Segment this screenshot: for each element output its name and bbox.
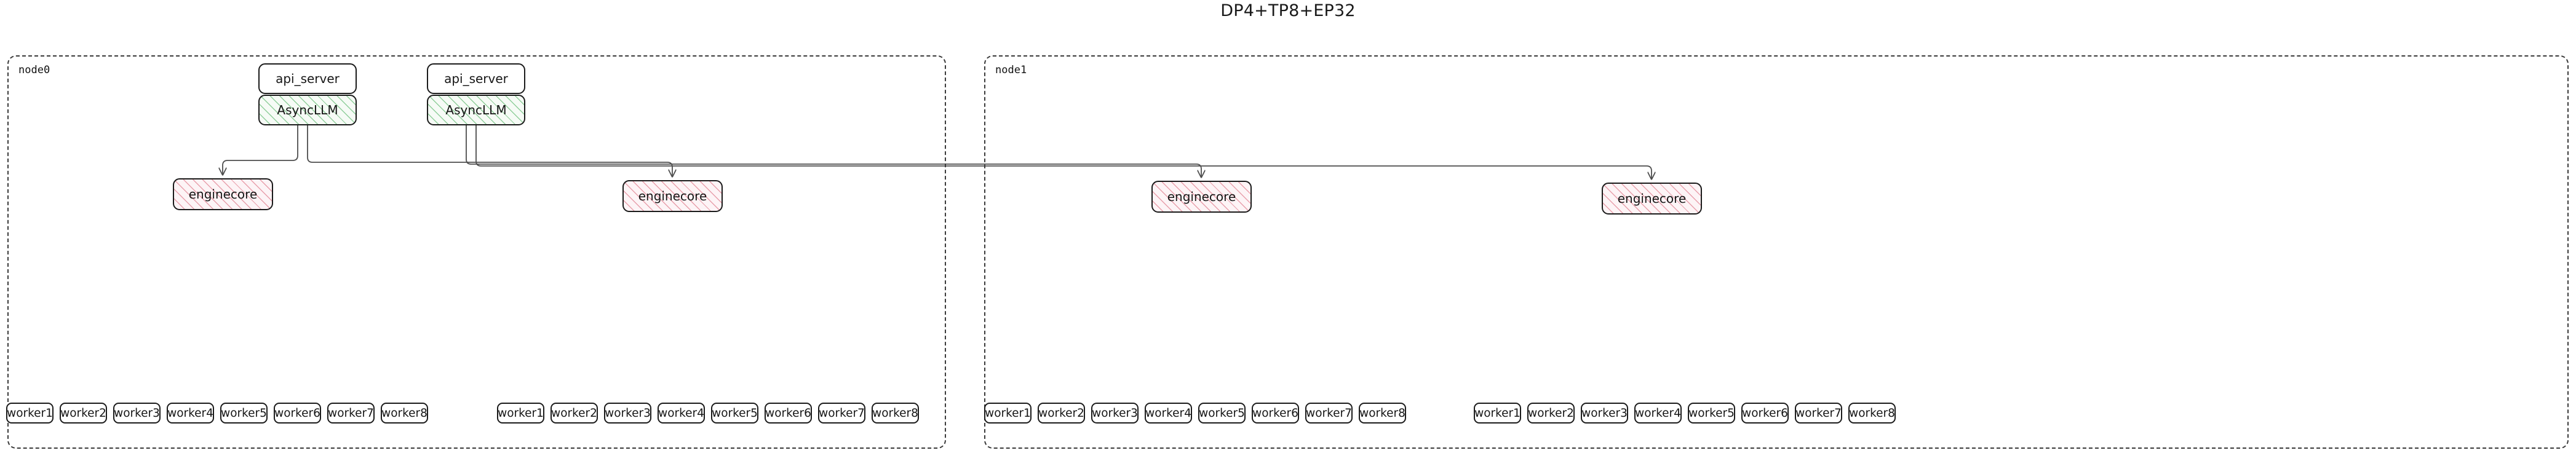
cluster-label-node0: node0 (18, 64, 50, 76)
worker-node1-dp3-8[interactable]: worker8 (1848, 403, 1896, 424)
worker-node0-dp1-8[interactable]: worker8 (872, 403, 919, 424)
worker-node1-dp2-3[interactable]: worker3 (1091, 403, 1139, 424)
enginecore-node0-dp0[interactable]: enginecore (173, 178, 273, 210)
worker-node1-dp3-3[interactable]: worker3 (1581, 403, 1628, 424)
worker-node0-dp0-4[interactable]: worker4 (167, 403, 214, 424)
worker-node0-dp0-1[interactable]: worker1 (6, 403, 54, 424)
api-server-node0-dp1[interactable]: api_server (427, 63, 525, 94)
worker-node1-dp3-4[interactable]: worker4 (1634, 403, 1682, 424)
worker-node1-dp2-4[interactable]: worker4 (1145, 403, 1192, 424)
worker-node1-dp3-1[interactable]: worker1 (1474, 403, 1521, 424)
worker-node1-dp3-5[interactable]: worker5 (1688, 403, 1735, 424)
enginecore-node1-dp3[interactable]: enginecore (1602, 183, 1702, 215)
worker-node1-dp2-2[interactable]: worker2 (1038, 403, 1085, 424)
cluster-node1 (984, 55, 2569, 449)
worker-node1-dp3-6[interactable]: worker6 (1741, 403, 1789, 424)
worker-node0-dp0-8[interactable]: worker8 (381, 403, 428, 424)
enginecore-node0-dp1[interactable]: enginecore (622, 180, 723, 212)
worker-node0-dp0-5[interactable]: worker5 (220, 403, 268, 424)
worker-node0-dp1-5[interactable]: worker5 (711, 403, 758, 424)
worker-node1-dp2-6[interactable]: worker6 (1252, 403, 1299, 424)
cluster-node0 (7, 55, 946, 449)
worker-node1-dp3-2[interactable]: worker2 (1527, 403, 1575, 424)
worker-node0-dp1-4[interactable]: worker4 (658, 403, 705, 424)
worker-node1-dp2-1[interactable]: worker1 (984, 403, 1032, 424)
worker-node0-dp1-7[interactable]: worker7 (818, 403, 865, 424)
worker-node0-dp1-1[interactable]: worker1 (497, 403, 544, 424)
enginecore-node1-dp2[interactable]: enginecore (1151, 181, 1252, 213)
worker-node1-dp2-7[interactable]: worker7 (1305, 403, 1353, 424)
api-server-node0-dp0[interactable]: api_server (258, 63, 357, 94)
worker-node1-dp2-5[interactable]: worker5 (1198, 403, 1246, 424)
worker-node0-dp1-2[interactable]: worker2 (551, 403, 598, 424)
worker-node0-dp0-3[interactable]: worker3 (113, 403, 161, 424)
async-llm-node0-dp1[interactable]: AsyncLLM (427, 95, 525, 125)
worker-node0-dp0-7[interactable]: worker7 (327, 403, 375, 424)
worker-node0-dp1-3[interactable]: worker3 (604, 403, 651, 424)
page-title: DP4+TP8+EP32 (1220, 1, 1356, 20)
worker-node0-dp0-2[interactable]: worker2 (60, 403, 107, 424)
worker-node1-dp3-7[interactable]: worker7 (1795, 403, 1842, 424)
worker-node0-dp0-6[interactable]: worker6 (274, 403, 321, 424)
worker-node1-dp2-8[interactable]: worker8 (1359, 403, 1406, 424)
async-llm-node0-dp0[interactable]: AsyncLLM (258, 95, 357, 125)
worker-node0-dp1-6[interactable]: worker6 (765, 403, 812, 424)
cluster-label-node1: node1 (995, 64, 1027, 76)
